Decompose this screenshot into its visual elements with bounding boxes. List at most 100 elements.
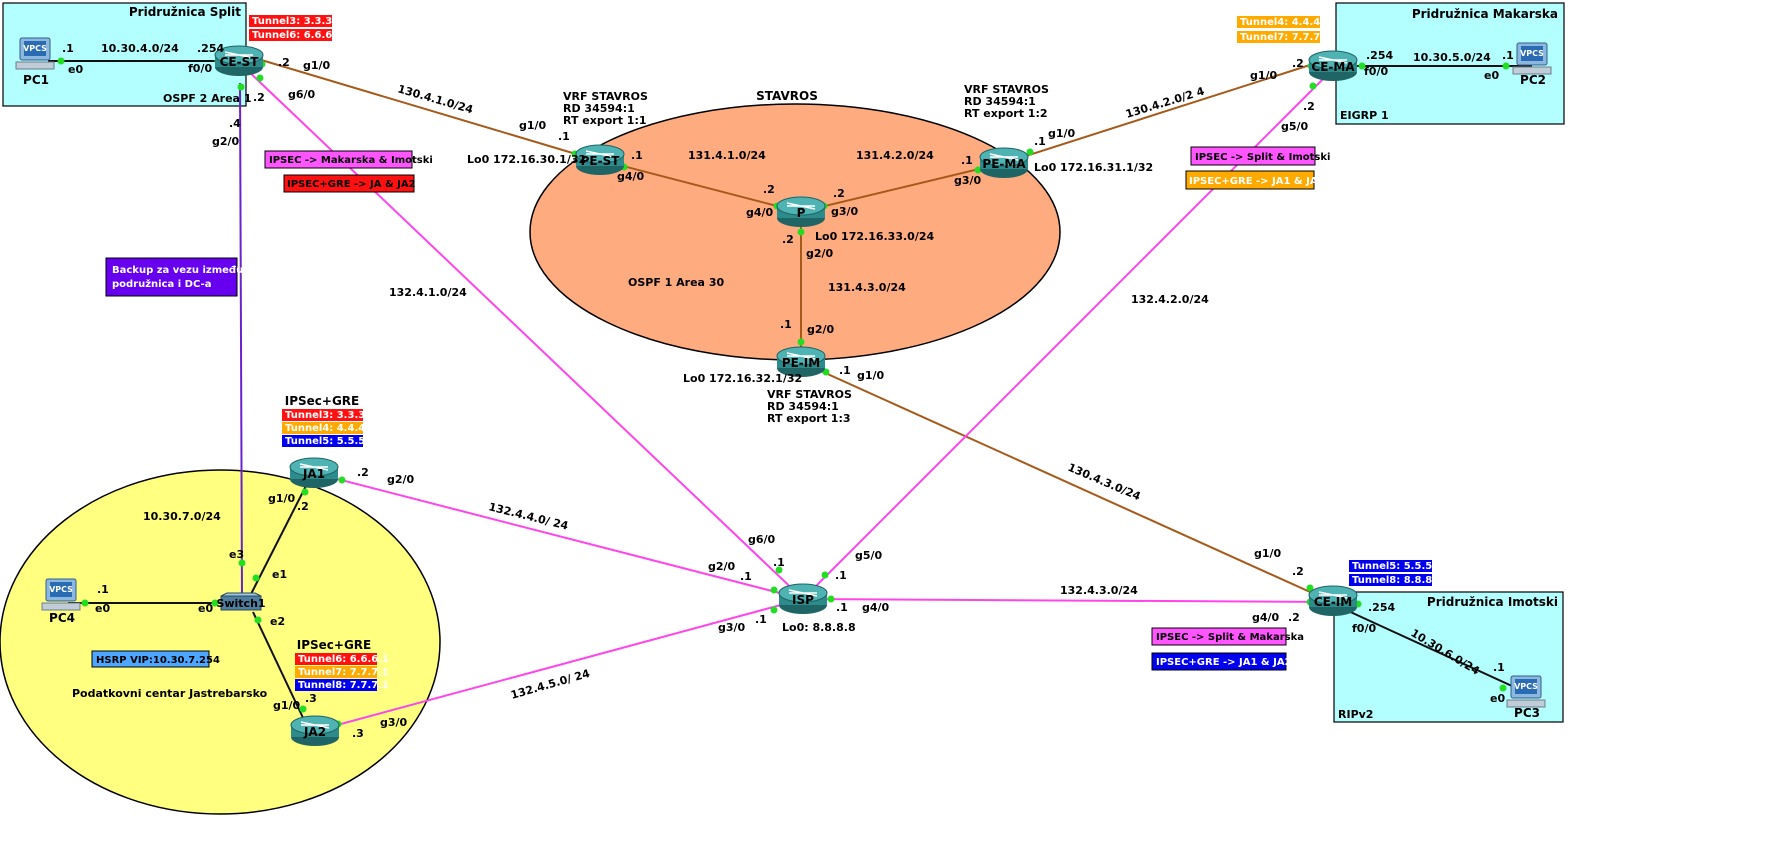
router-label-ce-im: CE-IM bbox=[1314, 595, 1352, 609]
vrf-ma-rt: RT export 1:2 bbox=[964, 107, 1048, 120]
tunnels-ja1: IPSec+GRE Tunnel3: 3.3.3.1 Tunnel4: 4.4.… bbox=[282, 394, 376, 447]
port-label: g5/0 bbox=[855, 549, 883, 562]
note-ma-ipsec: IPSEC -> Split & Imotski bbox=[1195, 152, 1330, 163]
link-ja1-switch bbox=[249, 477, 311, 597]
port-label: .2 bbox=[1303, 100, 1315, 113]
port-label: .2 bbox=[833, 187, 845, 200]
link-pest-p bbox=[599, 159, 801, 213]
tunnel-ja2-3: Tunnel8: 7.7.7.1 bbox=[298, 680, 389, 691]
port-label: .1 bbox=[97, 583, 109, 596]
port-label: g4/0 bbox=[862, 601, 890, 614]
port-label: .254 bbox=[1366, 49, 1393, 62]
router-label-ce-st: CE-ST bbox=[220, 55, 260, 69]
lo-p: Lo0 172.16.33.0/24 bbox=[815, 230, 934, 243]
note-st-ipsec: IPSEC -> Makarska & Imotski bbox=[269, 155, 433, 166]
pc4[interactable]: VPCS PC4 bbox=[41, 578, 81, 625]
router-ja1[interactable]: JA1 bbox=[289, 457, 339, 488]
pc2[interactable]: VPCS PC2 bbox=[1512, 42, 1552, 87]
port-label: .2 bbox=[1292, 57, 1304, 70]
port-label: e2 bbox=[270, 615, 285, 628]
router-isp[interactable]: ISP bbox=[778, 583, 828, 614]
port-label: .1 bbox=[961, 154, 973, 167]
port-label: .1 bbox=[835, 569, 847, 582]
port-label: g1/0 bbox=[1254, 547, 1282, 560]
dc-name-label: Podatkovni centar Jastrebarsko bbox=[72, 687, 268, 700]
port-label: .2 bbox=[763, 183, 775, 196]
imotski-title: Pridružnica Imotski bbox=[1427, 595, 1558, 609]
router-ce-ma[interactable]: CE-MA bbox=[1308, 50, 1358, 81]
router-ja2[interactable]: JA2 bbox=[290, 715, 340, 746]
router-pe-st[interactable]: PE-ST bbox=[575, 144, 625, 175]
tunnel-ja2-1: Tunnel6: 6.6.6.1 bbox=[298, 654, 389, 665]
port-label: e0 bbox=[1490, 692, 1505, 705]
port-label: .254 bbox=[1368, 601, 1395, 614]
port-label: f0/0 bbox=[1364, 65, 1388, 78]
routers: CE-ST CE-MA CE-IM PE-ST bbox=[214, 45, 1358, 746]
port-label: .2 bbox=[357, 466, 369, 479]
tunnel-ce-st-2: Tunnel6: 6.6.6.2 bbox=[252, 30, 343, 41]
switch1[interactable]: Switch1 bbox=[216, 592, 266, 611]
subnet-ja2-isp: 132.4.5.0/ 24 bbox=[509, 667, 591, 702]
tunnel-ce-ma-1: Tunnel4: 4.4.4.2 bbox=[1240, 17, 1331, 28]
makarska-title: Pridružnica Makarska bbox=[1412, 7, 1558, 21]
router-label-pe-ma: PE-MA bbox=[982, 157, 1026, 171]
port-label: .3 bbox=[352, 727, 364, 740]
router-ce-im[interactable]: CE-IM bbox=[1308, 585, 1358, 616]
router-pe-im[interactable]: PE-IM bbox=[776, 346, 826, 377]
vrf-ma-name: VRF STAVROS bbox=[964, 83, 1049, 96]
router-pe-ma[interactable]: PE-MA bbox=[979, 147, 1029, 178]
subnet-pest-p: 131.4.1.0/24 bbox=[688, 149, 766, 162]
port-label: g5/0 bbox=[1281, 120, 1309, 133]
router-p[interactable]: P bbox=[776, 196, 826, 227]
tunnel-ce-ma-2: Tunnel7: 7.7.7.2 bbox=[1240, 32, 1331, 43]
port-label: .1 bbox=[1493, 661, 1505, 674]
link-pema-p bbox=[799, 162, 1005, 213]
backup-note-line1: Backup za vezu između bbox=[112, 265, 243, 276]
port-label: g6/0 bbox=[748, 533, 776, 546]
vrf-st-name: VRF STAVROS bbox=[563, 90, 648, 103]
pc3[interactable]: VPCS PC3 bbox=[1506, 675, 1546, 720]
link-cest-switch-backup bbox=[239, 82, 243, 599]
port-label: .1 bbox=[839, 364, 851, 377]
tunnel-ja1-3: Tunnel5: 5.5.5.1 bbox=[285, 436, 376, 447]
port-label: g4/0 bbox=[746, 206, 774, 219]
port-label: .1 bbox=[780, 318, 792, 331]
port-label: g1/0 bbox=[1048, 127, 1076, 140]
port-label: f0/0 bbox=[1352, 622, 1376, 635]
tunnels-ja2: IPSec+GRE Tunnel6: 6.6.6.1 Tunnel7: 7.7.… bbox=[295, 638, 389, 691]
note-im-ipsec: IPSEC -> Split & Makarska bbox=[1156, 632, 1304, 643]
pc1-label: PC1 bbox=[23, 73, 49, 87]
vrf-im-rt: RT export 1:3 bbox=[767, 412, 851, 425]
vrf-im-name: VRF STAVROS bbox=[767, 388, 852, 401]
pc3-vpcs-label: VPCS bbox=[1514, 682, 1538, 691]
vrf-st-rd: RD 34594:1 bbox=[563, 102, 635, 115]
subnet-split-lan: 10.30.4.0/24 bbox=[101, 42, 179, 55]
port-label: g3/0 bbox=[831, 205, 859, 218]
port-label: g1/0 bbox=[268, 492, 296, 505]
subnet-ma-isp: 132.4.2.0/24 bbox=[1131, 293, 1209, 306]
port-label: g1/0 bbox=[273, 699, 301, 712]
pc4-vpcs-label: VPCS bbox=[49, 585, 73, 594]
pc2-label: PC2 bbox=[1520, 73, 1546, 87]
port-label: g2/0 bbox=[807, 323, 835, 336]
port-label: g2/0 bbox=[212, 135, 240, 148]
note-ma-gre: IPSEC+GRE -> JA1 & JA2 bbox=[1189, 176, 1325, 187]
lo-isp: Lo0: 8.8.8.8 bbox=[782, 621, 856, 634]
vrf-ma-rd: RD 34594:1 bbox=[964, 95, 1036, 108]
note-im-gre: IPSEC+GRE -> JA1 & JA2 bbox=[1156, 657, 1292, 668]
stavros-area bbox=[529, 103, 1061, 361]
pc2-vpcs-label: VPCS bbox=[1520, 49, 1544, 58]
port-label: e0 bbox=[198, 602, 213, 615]
lo-pe-im: Lo0 172.16.32.1/32 bbox=[683, 372, 802, 385]
pc1[interactable]: VPCS PC1 bbox=[15, 37, 55, 87]
pc1-vpcs-label: VPCS bbox=[23, 44, 47, 53]
router-label-ce-ma: CE-MA bbox=[1311, 60, 1355, 74]
router-ce-st[interactable]: CE-ST bbox=[214, 45, 264, 76]
port-label: g1/0 bbox=[519, 119, 547, 132]
split-proto-label: OSPF 2 Area 1 bbox=[163, 92, 251, 105]
port-label: f0/0 bbox=[188, 62, 212, 75]
port-label: .1 bbox=[62, 42, 74, 55]
port-label: e0 bbox=[1484, 69, 1499, 82]
